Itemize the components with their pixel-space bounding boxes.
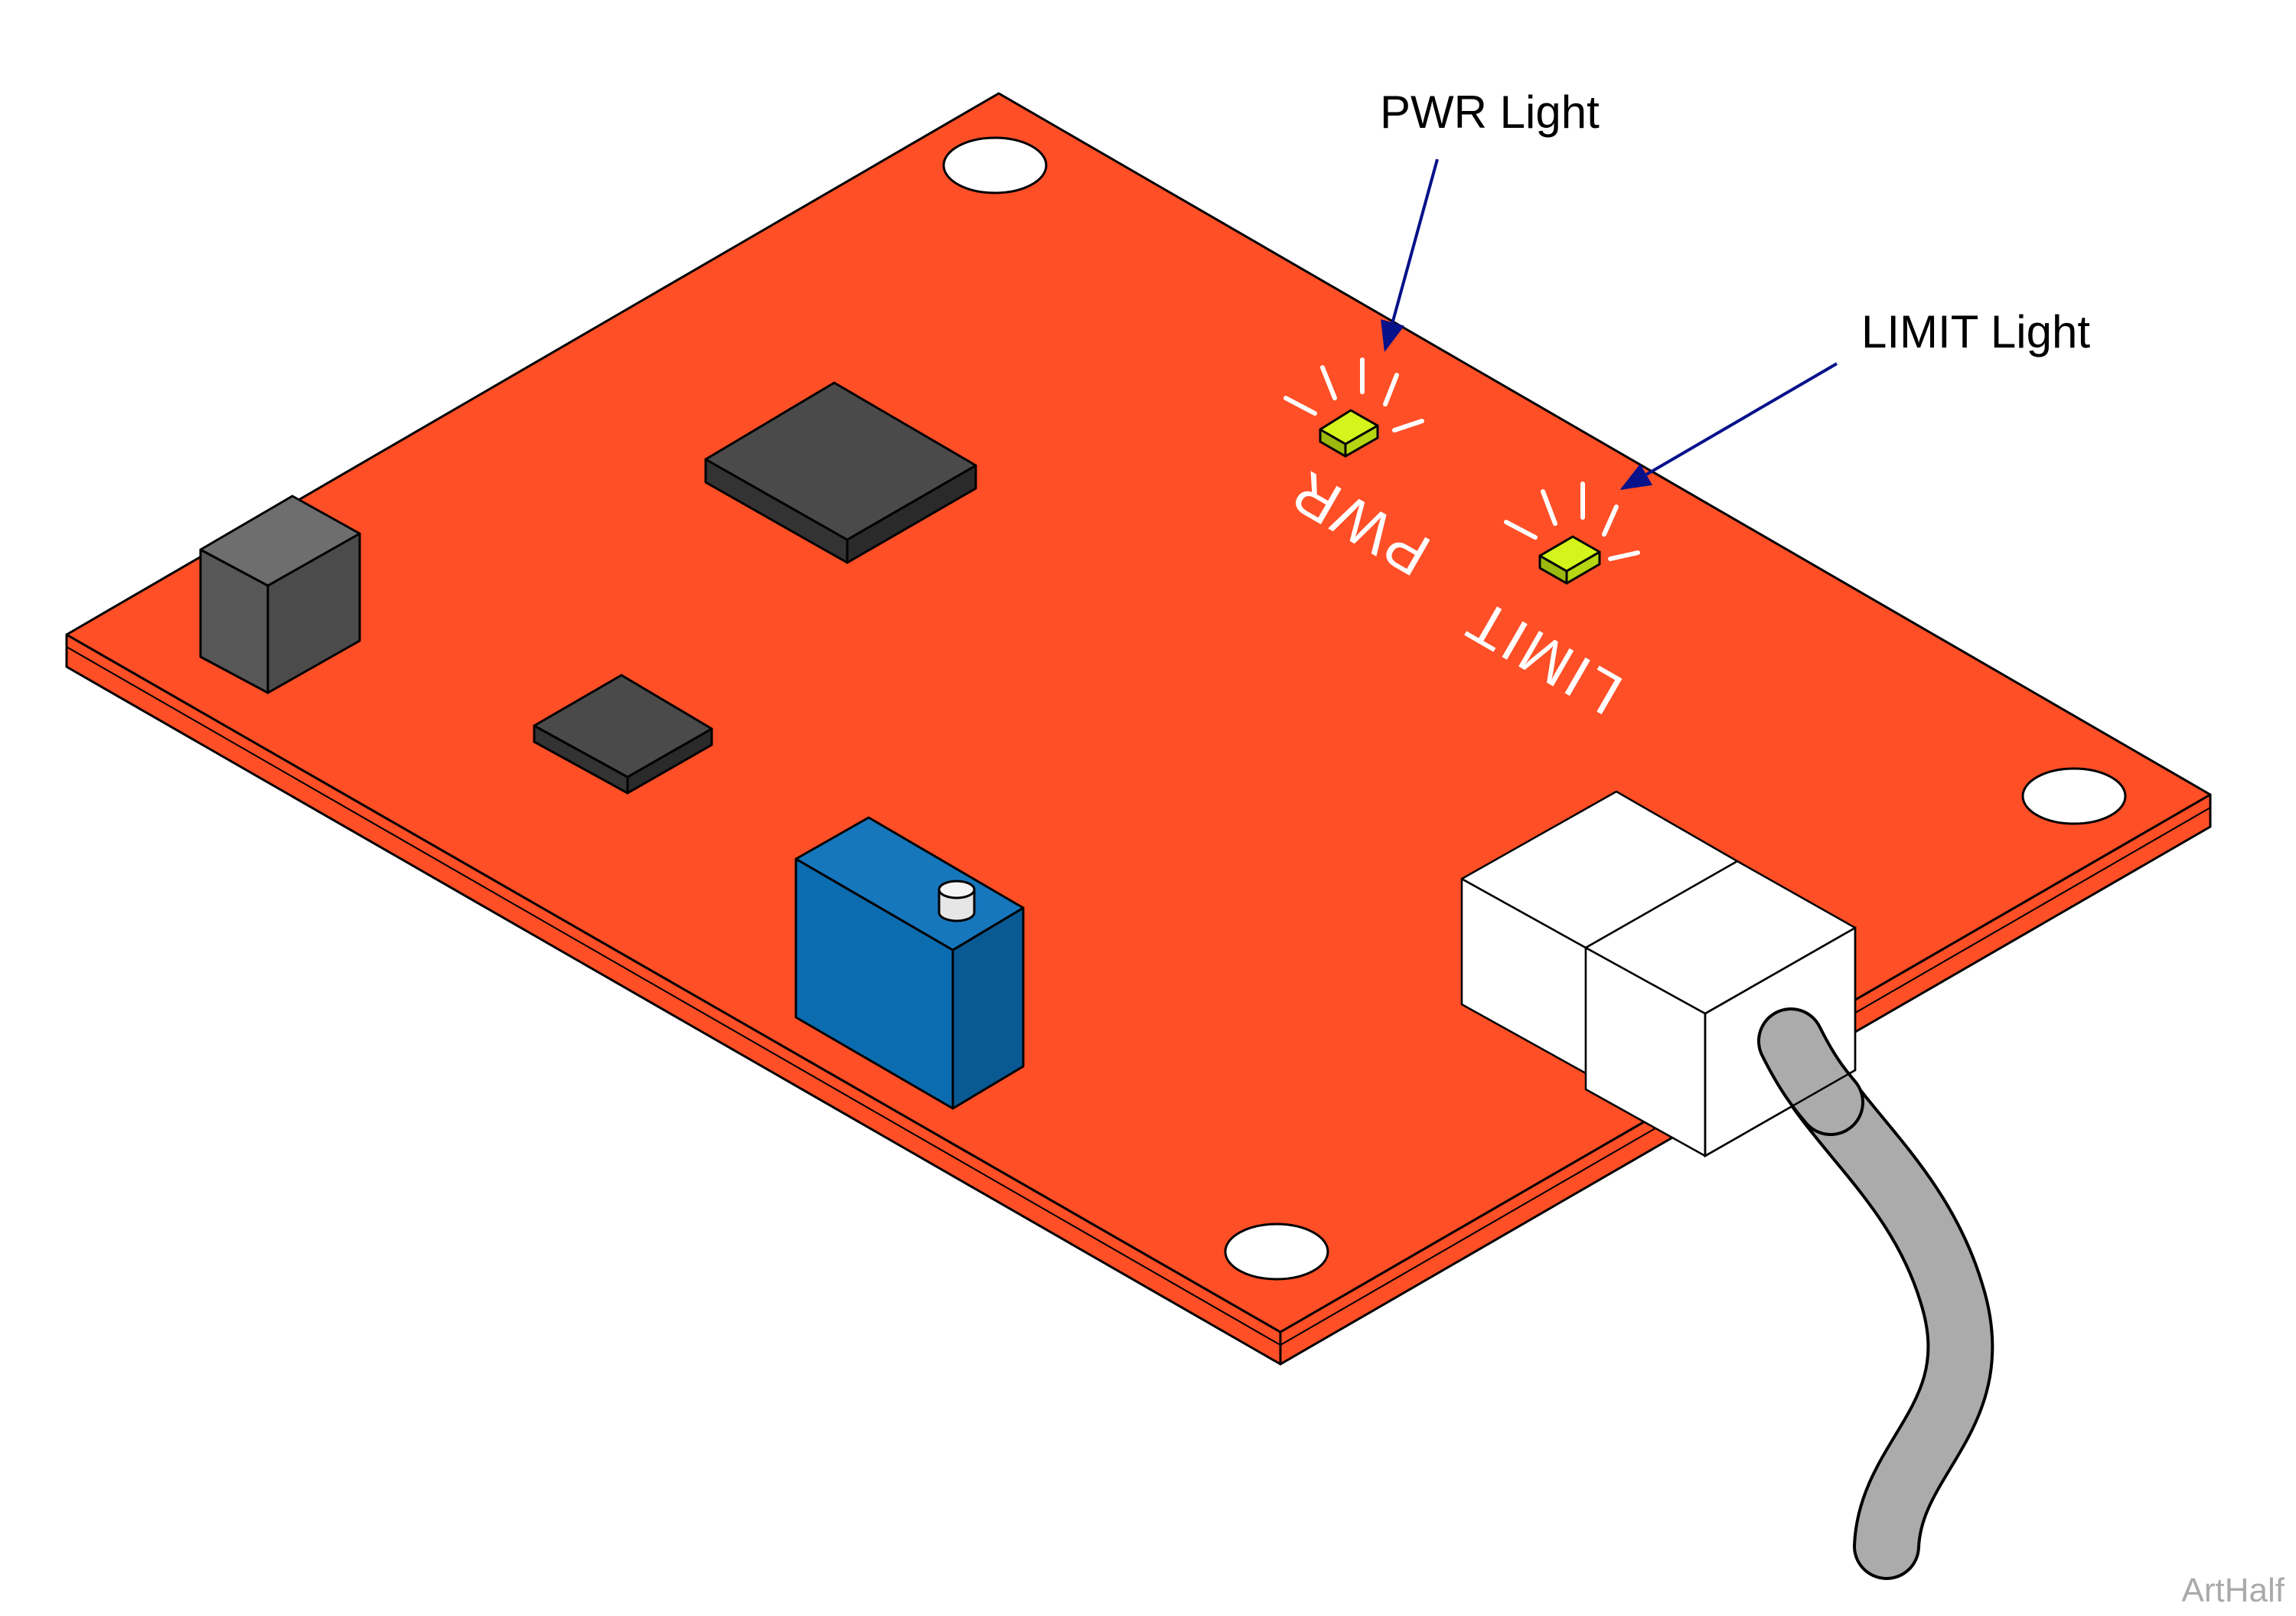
- small-ic-chip: [533, 674, 713, 795]
- pwr-leader-arrow: [1381, 158, 1439, 352]
- limit-led: [1538, 535, 1601, 585]
- pwr-led: [1319, 409, 1379, 458]
- callout-limit-light: LIMIT Light: [1861, 306, 2090, 357]
- connector: [1460, 790, 1857, 1157]
- gray-cube-component: [199, 495, 361, 694]
- mounting-hole-bottom: [1224, 1223, 1329, 1281]
- callout-pwr-light: PWR Light: [1380, 87, 1600, 138]
- mounting-hole-top: [942, 136, 1048, 194]
- large-ic-chip: [704, 381, 977, 564]
- mounting-holes: [942, 136, 2127, 1281]
- limit-led-glow-rays: [1504, 482, 1640, 561]
- art-credit: ArtHalf: [2182, 1572, 2285, 1609]
- limit-leader-arrow: [1619, 362, 1838, 491]
- connector-front-face-overlay: [1704, 926, 1857, 1158]
- potentiometer-adjust-knob: [938, 880, 976, 922]
- pwr-led-glow-rays: [1283, 357, 1424, 433]
- mounting-hole-right: [2021, 767, 2127, 825]
